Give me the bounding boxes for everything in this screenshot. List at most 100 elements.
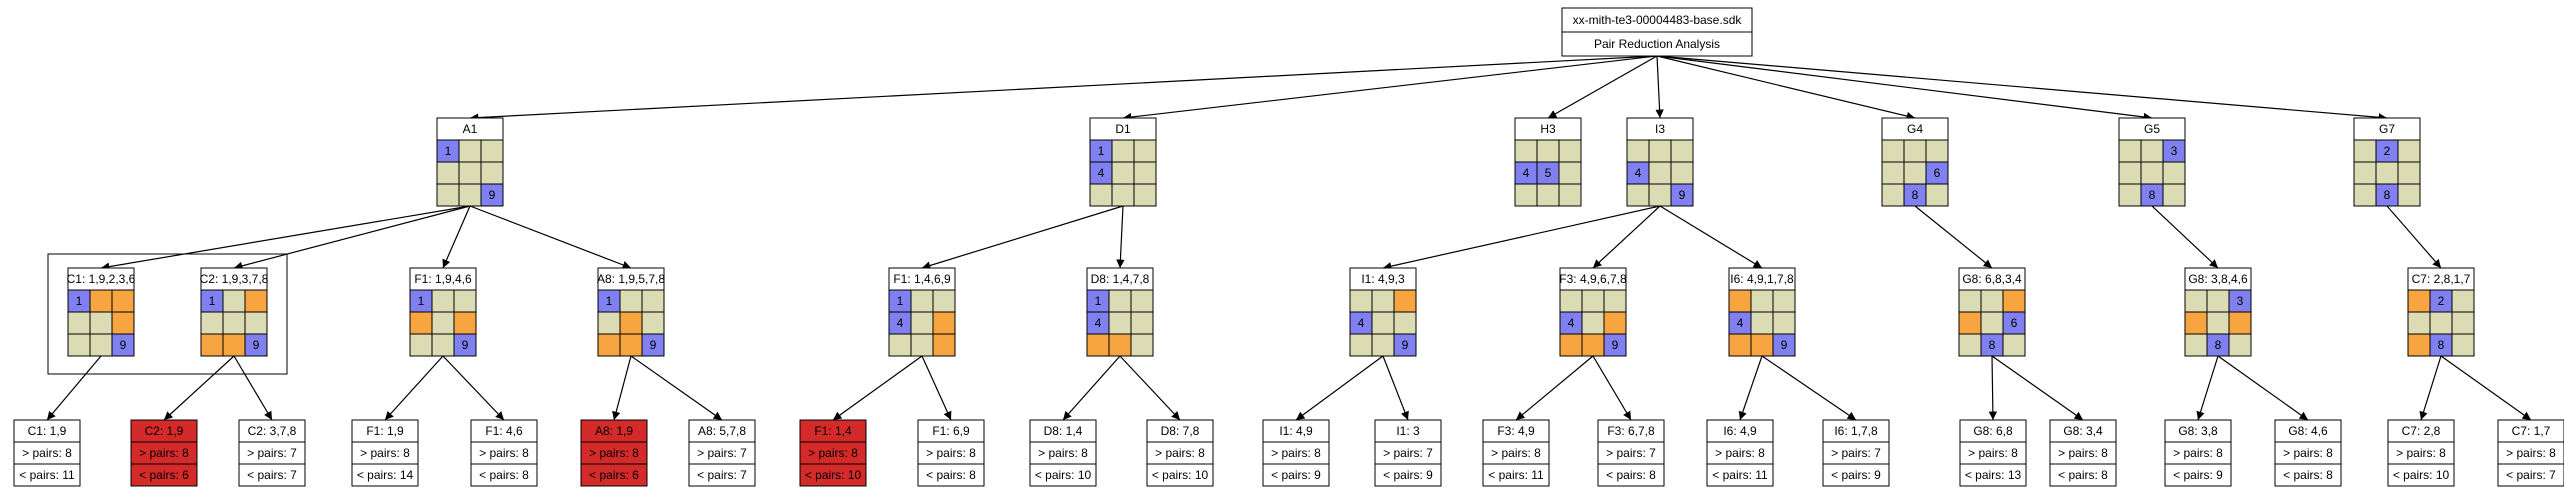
level2-label: C1: 1,9,2,3,6 (67, 272, 136, 286)
leaf-gt: > pairs: 7 (1606, 446, 1656, 460)
grid-cell (619, 311, 643, 335)
level2-label: C7: 2,8,1,7 (2412, 272, 2471, 286)
edge-arrow (612, 355, 632, 421)
leaf-title: G8: 3,4 (2063, 424, 2103, 438)
grid-cell (2118, 183, 2142, 207)
grid-cell (1772, 289, 1796, 313)
leaf-gt: > pairs: 7 (247, 446, 297, 460)
leaf-node: D8: 1,4> pairs: 8< pairs: 10 (1029, 419, 1097, 487)
leaf-gt: > pairs: 8 (139, 446, 189, 460)
grid-cell (2353, 161, 2377, 185)
grid-cell (1626, 183, 1650, 207)
grid-cell (1559, 333, 1583, 357)
grid-cell (244, 311, 268, 335)
edge-arrow (1382, 355, 1409, 421)
leaf-node: G8: 6,8> pairs: 8< pairs: 13 (1959, 419, 2027, 487)
cell-number: 4 (1095, 316, 1102, 330)
grid-cell (1670, 183, 1694, 207)
grid-cell (1133, 139, 1157, 163)
grid-cell (1626, 139, 1650, 163)
level2-label: G8: 6,8,3,4 (1962, 272, 2022, 286)
grid-cell (597, 333, 621, 357)
leaf-gt: > pairs: 8 (1491, 446, 1541, 460)
grid-cell (200, 333, 224, 357)
grid-cell (1728, 289, 1752, 313)
grid-cell (619, 289, 643, 313)
cell-number: 1 (418, 294, 425, 308)
grid-cell (2206, 289, 2230, 313)
grid-cell (431, 311, 455, 335)
grid-cell (2118, 161, 2142, 185)
cell-number: 1 (445, 144, 452, 158)
grid-cell (89, 311, 113, 335)
level1-label: D1 (1115, 122, 1131, 136)
grid-cell (1648, 161, 1672, 185)
leaf-lt: < pairs: 10 (1035, 468, 1092, 482)
grid-cell (1881, 183, 1905, 207)
leaf-title: C1: 1,9 (28, 424, 67, 438)
edge-arrow (46, 355, 102, 421)
leaf-lt: < pairs: 11 (1712, 468, 1768, 482)
leaf-lt: < pairs: 8 (479, 468, 529, 482)
cell-number: 4 (1568, 316, 1575, 330)
cell-number: 2 (2438, 294, 2445, 308)
cell-number: 9 (462, 338, 469, 352)
grid-cell (431, 333, 455, 357)
grid-cell (2140, 161, 2164, 185)
cell-number: 9 (253, 338, 260, 352)
leaf-node: I6: 4,9> pairs: 8< pairs: 11 (1706, 419, 1774, 487)
grid-cell (1514, 139, 1538, 163)
edge-arrow (163, 355, 235, 421)
nodes-layer: xx-mith-te3-00004483-base.sdk Pair Reduc… (13, 7, 2564, 487)
leaf-node: D8: 7,8> pairs: 8< pairs: 10 (1146, 419, 1214, 487)
leaf-gt: > pairs: 8 (2396, 446, 2446, 460)
leaf-gt: > pairs: 8 (1968, 446, 2018, 460)
edge-arrow (1515, 355, 1594, 421)
grid-cell (1750, 311, 1774, 335)
level1-label: H3 (1540, 122, 1556, 136)
grid-cell (1086, 333, 1110, 357)
leaf-lt: < pairs: 10 (805, 468, 862, 482)
level2-node: G8: 6,8,3,468 (1958, 267, 2026, 357)
leaf-gt: > pairs: 8 (1038, 446, 1088, 460)
grid-cell (932, 333, 956, 357)
leaf-title: F3: 6,7,8 (1607, 424, 1655, 438)
grid-cell (2353, 139, 2377, 163)
leaf-gt: > pairs: 7 (1383, 446, 1433, 460)
edge-arrow (2419, 355, 2442, 421)
leaf-title: C2: 3,7,8 (248, 424, 297, 438)
edge-arrow (469, 205, 632, 269)
leaf-title: F1: 4,6 (485, 424, 523, 438)
grid-cell (597, 311, 621, 335)
level1-label: A1 (463, 122, 478, 136)
grid-cell (1958, 289, 1982, 313)
grid-cell (1603, 333, 1627, 357)
leaf-gt: > pairs: 8 (479, 446, 529, 460)
grid-cell (1536, 139, 1560, 163)
grid-cell (2407, 311, 2431, 335)
cell-number: 6 (1934, 166, 1941, 180)
grid-cell (1133, 161, 1157, 185)
edge-arrow (1988, 355, 1998, 421)
grid-cell (910, 333, 934, 357)
grid-cell (2162, 183, 2186, 207)
grid-cell (1772, 311, 1796, 335)
grid-cell (1393, 311, 1417, 335)
grid-cell (244, 289, 268, 313)
grid-cell (1581, 333, 1605, 357)
edge-arrow (1991, 355, 2084, 421)
cell-number: 8 (2438, 338, 2445, 352)
edge-arrow (1655, 55, 1664, 119)
grid-cell (1581, 311, 1605, 335)
leaf-title: G8: 3,8 (2178, 424, 2218, 438)
level2-label: F3: 4,9,6,7,8 (1559, 272, 1627, 286)
grid-cell (111, 289, 135, 313)
grid-cell (1111, 183, 1135, 207)
grid-cell (480, 139, 504, 163)
cell-number: 4 (1635, 166, 1642, 180)
grid-cell (1903, 139, 1927, 163)
grid-cell (2206, 311, 2230, 335)
level1-label: G5 (2144, 122, 2160, 136)
